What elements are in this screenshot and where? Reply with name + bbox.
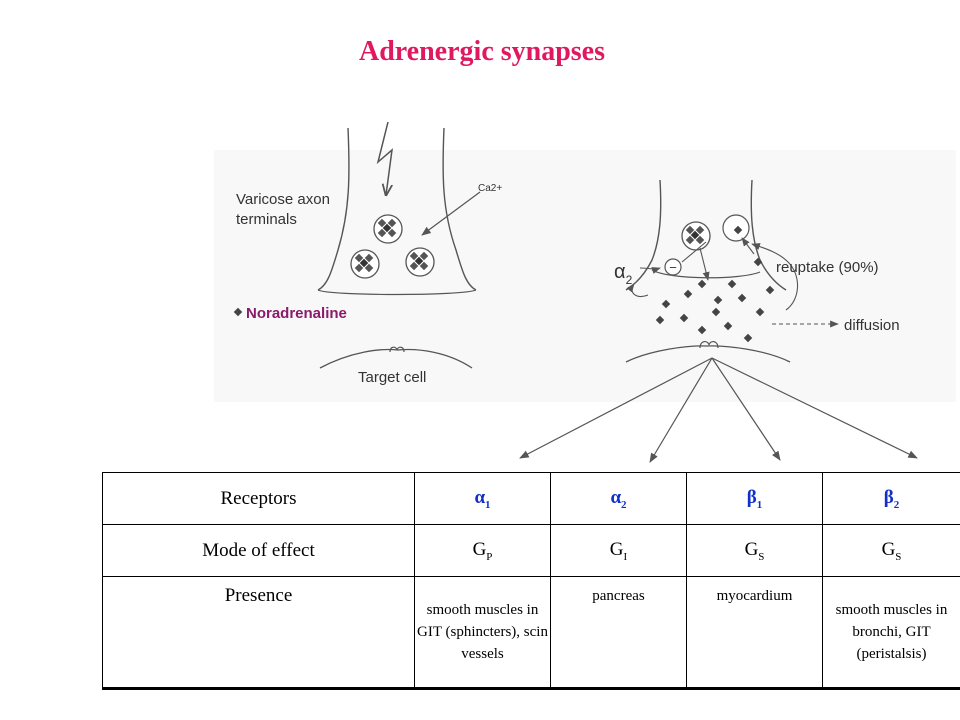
presence-alpha2: pancreas — [550, 576, 687, 690]
lightning-bolt-icon — [376, 121, 394, 195]
minus-sign: − — [669, 260, 677, 275]
left-terminal: Ca2+ Varicose axon terminals Noradrenali… — [233, 121, 502, 386]
slide-title: Adrenergic synapses — [358, 36, 606, 67]
presence-beta1: myocardium — [686, 576, 823, 690]
table-row-receptors: Receptors α1 α2 β1 β2 — [102, 472, 960, 525]
reuptake-label: reuptake (90%) — [776, 259, 879, 276]
mode-alpha1: GP — [414, 524, 551, 577]
mode-beta1: GS — [686, 524, 823, 577]
noradrenaline-label: Noradrenaline — [246, 305, 347, 322]
presence-alpha1: smooth muscles in GIT (sphincters), scin… — [414, 576, 551, 690]
minus-circle-icon — [664, 258, 682, 276]
target-cell-label: Target cell — [358, 369, 426, 386]
synapse-diagram: Ca2+ Varicose axon terminals Noradrenali… — [214, 121, 956, 463]
ca-label: Ca2+ — [478, 183, 502, 194]
diffusion-label: diffusion — [844, 317, 900, 334]
vesicle-icon — [373, 214, 403, 244]
receptor-beta2: β2 — [822, 472, 960, 525]
mode-beta2: GS — [822, 524, 960, 577]
receptor-arrows — [519, 357, 918, 463]
receptor-table: Receptors α1 α2 β1 β2 Mode of effect GP … — [102, 472, 960, 690]
row-label-receptors: Receptors — [102, 472, 415, 525]
presence-beta2: smooth muscles in bronchi, GIT (peristal… — [822, 576, 960, 690]
row-label-mode: Mode of effect — [102, 524, 415, 577]
varicose-label-2: terminals — [236, 211, 297, 228]
alpha2-label: α2 — [614, 261, 633, 287]
right-terminal: − α2 reuptake (90%) diffusion — [614, 179, 900, 363]
receptor-beta1: β1 — [686, 472, 823, 525]
table-row-mode: Mode of effect GP GI GS GS — [102, 524, 960, 577]
row-label-presence: Presence — [102, 576, 415, 690]
receptor-alpha1: α1 — [414, 472, 551, 525]
receptor-alpha2: α2 — [550, 472, 687, 525]
mode-alpha2: GI — [550, 524, 687, 577]
scan-background — [214, 150, 956, 402]
varicose-label-1: Varicose axon — [236, 191, 330, 208]
table-row-presence: Presence smooth muscles in GIT (sphincte… — [102, 576, 960, 690]
